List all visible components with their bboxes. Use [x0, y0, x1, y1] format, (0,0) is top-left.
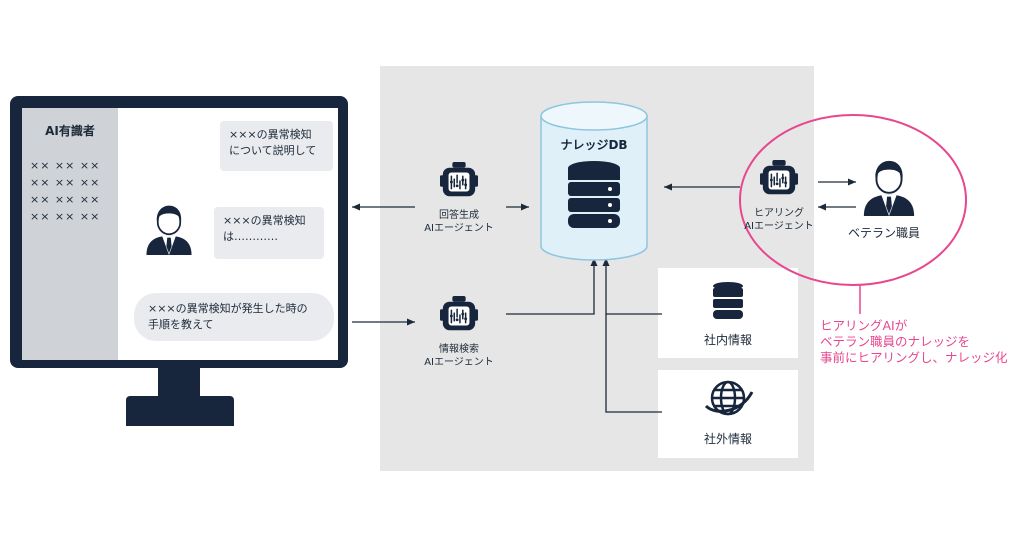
- sidebar-rows: ×× ×× ×× ×× ×× ×× ×× ×× ×× ×× ×× ××: [30, 157, 100, 225]
- knowledge-db-cylinder: [540, 101, 648, 261]
- monitor-stand: [126, 396, 234, 426]
- sidebar-title: AI有識者: [45, 124, 95, 138]
- bubble-line: ×××の異常検知が発生した時の: [148, 302, 308, 315]
- bubble-line: 手順を教えて: [148, 318, 214, 331]
- monitor-neck: [158, 368, 200, 396]
- arrow-search-to-db: [506, 258, 598, 315]
- internal-info-label: 社内情報: [703, 333, 752, 347]
- arrow-internal-to-db: [602, 258, 662, 315]
- bubble-line: は…………: [223, 230, 278, 243]
- sidebar-row: ×× ×× ××: [30, 159, 101, 172]
- sidebar-row: ×× ×× ××: [30, 210, 101, 223]
- agent-label-line: ヒアリング: [754, 208, 804, 219]
- expert-user-avatar-icon: [145, 204, 193, 256]
- agent-label-line: 回答生成: [439, 210, 479, 221]
- chat-bubble-question-1: ×××の異常検知 について説明して: [220, 121, 333, 171]
- sidebar-row: ×× ×× ××: [30, 193, 101, 206]
- veteran-person-icon: [862, 159, 916, 218]
- note-line: ヒアリングAIが: [820, 318, 908, 333]
- search-agent-label: 情報検索 AIエージェント: [404, 343, 514, 369]
- chat-bubble-question-2: ×××の異常検知が発生した時の 手順を教えて: [134, 293, 334, 341]
- agent-label-line: 情報検索: [439, 344, 479, 355]
- database-icon: [568, 161, 620, 228]
- agent-label-line: AIエージェント: [744, 221, 814, 232]
- hearing-agent-robot-icon: [760, 160, 798, 195]
- internal-db-icon: [713, 282, 743, 319]
- agent-label-line: AIエージェント: [424, 357, 494, 368]
- bubble-line: ×××の異常検知: [223, 214, 306, 227]
- hearing-agent-label: ヒアリング AIエージェント: [724, 207, 834, 233]
- line-external: [605, 314, 662, 413]
- screen-sidebar: [22, 108, 118, 360]
- external-info-label: 社外情報: [703, 432, 752, 446]
- veteran-label: ベテラン職員: [847, 226, 920, 240]
- bubble-line: について説明して: [229, 144, 317, 157]
- bubble-line: ×××の異常検知: [229, 128, 312, 141]
- agent-label-line: AIエージェント: [424, 223, 494, 234]
- answer-agent-label: 回答生成 AIエージェント: [404, 209, 514, 235]
- globe-icon: [704, 380, 754, 416]
- sidebar-row: ×× ×× ××: [30, 176, 101, 189]
- hearing-note: ヒアリングAIが ベテラン職員のナレッジを 事前にヒアリングし、ナレッジ化: [820, 318, 1008, 366]
- chat-bubble-answer: ×××の異常検知 は…………: [214, 207, 324, 259]
- highlight-ellipse: [739, 114, 967, 286]
- search-agent-robot-icon: [440, 296, 478, 331]
- answer-agent-robot-icon: [440, 162, 478, 197]
- note-line: ベテラン職員のナレッジを: [820, 334, 971, 349]
- note-line: 事前にヒアリングし、ナレッジ化: [820, 350, 1008, 365]
- knowledge-db-title: ナレッジDB: [560, 138, 628, 152]
